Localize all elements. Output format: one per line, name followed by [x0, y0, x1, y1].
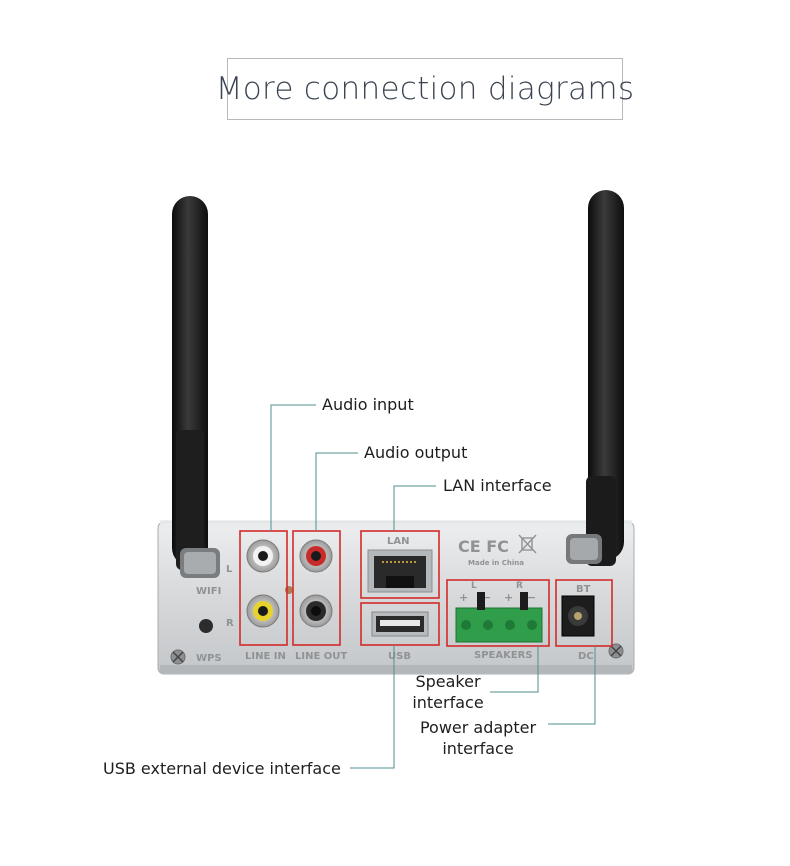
speaker-left-label: L	[471, 581, 477, 591]
left-label: L	[226, 564, 233, 575]
highlight-lan	[360, 530, 440, 599]
power-adapter-line1: Power adapter	[419, 718, 537, 737]
svg-text:+: +	[459, 591, 468, 604]
screw-right	[608, 643, 624, 659]
rca-in-right-yellow	[246, 594, 280, 628]
svg-text:−: −	[527, 591, 536, 604]
speaker-interface-label: Speaker interface	[404, 671, 492, 713]
speaker-right-label: R	[516, 581, 523, 591]
leader-power	[548, 646, 596, 725]
lan-port	[367, 549, 433, 593]
leader-audio-output	[315, 452, 358, 531]
line-out-label: LINE OUT	[295, 651, 347, 662]
dc-jack	[561, 595, 595, 637]
svg-text:+: +	[504, 591, 513, 604]
speakers-label: SPEAKERS	[474, 650, 533, 661]
speaker-interface-line2: interface	[412, 693, 484, 712]
right-antenna	[566, 190, 624, 566]
usb-interface-label: USB external device interface	[103, 759, 341, 778]
ce-fc-mark: CE FC	[458, 537, 509, 556]
wifi-label: WIFI	[196, 586, 221, 597]
usb-port	[371, 611, 429, 637]
audio-input-label: Audio input	[322, 395, 414, 414]
leader-audio-input	[270, 404, 316, 531]
leader-lan	[393, 485, 436, 531]
lan-interface-label: LAN interface	[443, 476, 552, 495]
page-title: More connection diagrams	[215, 71, 635, 107]
highlight-speakers	[446, 579, 550, 647]
screw-left	[170, 649, 186, 665]
highlight-audio-input	[239, 530, 288, 646]
line-in-label: LINE IN	[245, 651, 286, 662]
speaker-terminal	[455, 592, 543, 643]
weee-bin-icon	[518, 534, 537, 554]
rca-out-right-black	[299, 594, 333, 628]
highlight-usb	[360, 602, 440, 646]
highlight-dc	[555, 579, 613, 647]
leader-speakers	[490, 646, 539, 693]
rca-out-left-red	[299, 539, 333, 573]
wps-label: WPS	[196, 653, 222, 664]
power-adapter-line2: interface	[442, 739, 514, 758]
made-in-label: Made in China	[468, 559, 524, 567]
lan-label: LAN	[387, 536, 409, 547]
usb-label: USB	[388, 651, 411, 662]
svg-text:−: −	[482, 591, 491, 604]
leader-usb	[350, 645, 395, 769]
right-label: R	[226, 618, 234, 629]
bt-label: BT	[576, 584, 591, 595]
title-box: More connection diagrams	[216, 58, 634, 120]
wps-button	[199, 619, 213, 633]
speaker-interface-line1: Speaker	[415, 672, 481, 691]
left-antenna	[172, 196, 220, 578]
audio-output-label: Audio output	[364, 443, 468, 462]
rca-in-left-white	[246, 539, 280, 573]
dc-label: DC	[578, 651, 594, 662]
power-adapter-label: Power adapter interface	[412, 717, 544, 759]
